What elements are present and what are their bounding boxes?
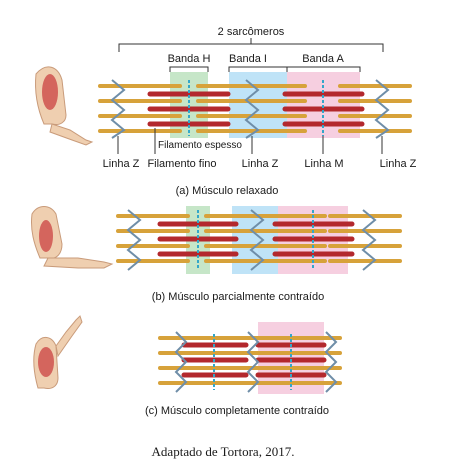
arm-full-illustration <box>33 315 83 389</box>
thin-filament-label: Filamento fino <box>147 158 216 170</box>
arm-relaxed-illustration <box>35 66 94 146</box>
z-line-middle-label: Linha Z <box>242 158 279 170</box>
arm-partial-illustration <box>31 206 114 269</box>
caption-partially-contracted: (b) Músculo parcialmente contraído <box>152 291 324 303</box>
panel-fully-contracted: (c) Músculo completamente contraído <box>145 322 342 417</box>
z-line-right-label: Linha Z <box>380 158 417 170</box>
band-i-label: Banda I <box>229 53 267 65</box>
z-line-right <box>374 79 390 139</box>
caption-fully-contracted: (c) Músculo completamente contraído <box>145 405 329 417</box>
z-line-left-label: Linha Z <box>103 158 140 170</box>
thick-filament-label: Filamento espesso <box>158 140 242 151</box>
caption-relaxed: (a) Músculo relaxado <box>176 185 279 197</box>
band-i-region <box>229 72 287 138</box>
panel-partially-contracted: (b) Músculo parcialmente contraído <box>116 206 402 303</box>
panel-relaxed: 2 sarcômeros Banda H Banda I Banda A <box>98 26 417 197</box>
band-i-bracket <box>228 66 288 72</box>
m-line-label: Linha M <box>304 158 343 170</box>
band-a-bracket <box>286 66 361 72</box>
z-line-left <box>110 79 126 139</box>
credit-text: Adaptado de Tortora, 2017. <box>152 444 295 459</box>
band-a-label: Banda A <box>302 53 344 65</box>
sarcomeres-bracket <box>118 38 384 52</box>
sarcomeres-label: 2 sarcômeros <box>218 26 285 38</box>
band-h-bracket <box>169 66 209 72</box>
band-h-label: Banda H <box>168 53 211 65</box>
z-line-middle <box>244 79 260 139</box>
thick-filaments <box>147 91 365 127</box>
